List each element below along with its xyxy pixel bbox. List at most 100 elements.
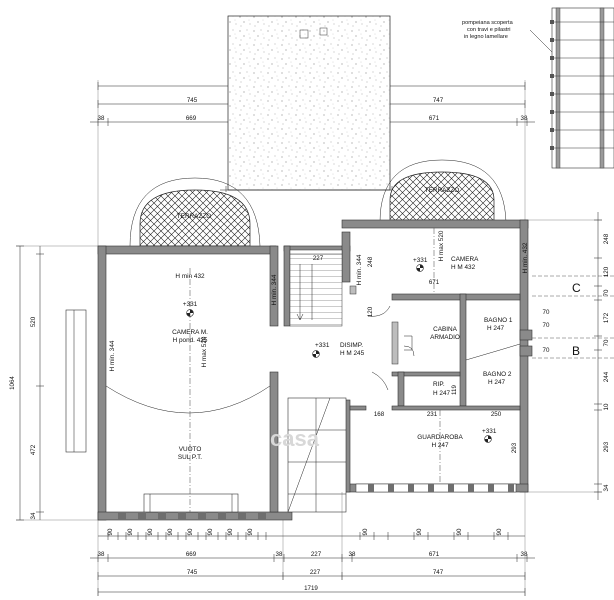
dim-left-upper: 520 bbox=[30, 316, 37, 327]
dim-bottom-room-right: 671 bbox=[429, 551, 440, 558]
camera-m-name: CAMERA M. bbox=[172, 329, 208, 336]
cabina-armadio: CABINA ARMADIO bbox=[403, 326, 460, 357]
section-marks: C B bbox=[532, 275, 614, 359]
disimp-name: DISIMP. bbox=[340, 342, 363, 349]
pergola bbox=[550, 7, 614, 169]
dim-window-10: 90 bbox=[416, 528, 423, 535]
hmax-520-left: H max 520 bbox=[201, 336, 208, 367]
dim-c-inner-120: 120 bbox=[367, 306, 374, 317]
dim-window-3: 90 bbox=[147, 528, 154, 535]
camera-name: CAMERA bbox=[451, 256, 479, 263]
dim-top-room-left: 669 bbox=[186, 115, 197, 122]
dim-bottom-room-left: 669 bbox=[186, 551, 197, 558]
note-line-2: con travi e pilastri bbox=[467, 27, 511, 33]
dim-bottom-right: 747 bbox=[433, 569, 444, 576]
guardaroba: 168 231 250 GUARDAROBA H 247 +331 293 bbox=[374, 410, 518, 484]
dim-top-wall-left: 38 bbox=[98, 115, 105, 122]
dim-right-244: 244 bbox=[603, 371, 610, 382]
dim-overall-bottom: 1719 bbox=[304, 585, 318, 592]
camera-m-room: H min 432 +331 CAMERA M. H pond. 425 H m… bbox=[105, 268, 278, 512]
terrazzo-right-label: TERRAZZO bbox=[425, 187, 459, 194]
vuoto-sub: SUL P.T. bbox=[178, 454, 202, 461]
bagno2-height: H 247 bbox=[488, 379, 505, 386]
dim-core-119: 119 bbox=[451, 385, 458, 395]
hmin-344-left: H min. 344 bbox=[109, 340, 116, 371]
dim-c-inner-70b: 70 bbox=[543, 322, 550, 329]
dim-right-120: 120 bbox=[603, 266, 610, 277]
dim-window-7: 90 bbox=[227, 528, 234, 535]
west-balcony bbox=[65, 309, 87, 453]
camera-level: +331 bbox=[413, 257, 428, 264]
guardaroba-level: +331 bbox=[482, 428, 497, 435]
dim-window-5: 90 bbox=[187, 528, 194, 535]
dim-top-left: 745 bbox=[187, 97, 198, 104]
bagno2-name: BAGNO 2 bbox=[483, 371, 512, 378]
dim-right-70b: 70 bbox=[603, 339, 610, 346]
terrace-right: TERRAZZO bbox=[379, 159, 507, 223]
dim-top-wall-right: 38 bbox=[521, 115, 528, 122]
watermark: casa bbox=[270, 426, 320, 451]
dim-c-inner-70c: 70 bbox=[543, 347, 550, 354]
dim-window-12: 90 bbox=[496, 528, 503, 535]
dim-bottom-mid: 227 bbox=[310, 569, 321, 576]
hmin-344-right: H min. 344 bbox=[356, 254, 363, 285]
bagno1-name: BAGNO 1 bbox=[484, 317, 513, 324]
dim-guard-293: 293 bbox=[511, 442, 518, 453]
disimp-level: +331 bbox=[315, 342, 330, 349]
dim-window-9: 90 bbox=[362, 528, 369, 535]
pergola-note: pompeiana scoperta con travi e pilastri … bbox=[462, 20, 553, 53]
disimpegno-area: +331 DISIMP. H M 245 bbox=[312, 305, 391, 391]
vuoto-name: VUOTO bbox=[179, 446, 202, 453]
dim-c-inner-70a: 70 bbox=[543, 309, 550, 316]
left-dimension-chain: 1064 520 472 34 bbox=[9, 245, 98, 521]
dim-top-room-right: 671 bbox=[429, 115, 440, 122]
section-mark-b: B bbox=[572, 344, 580, 358]
dim-left-overall: 1064 bbox=[9, 376, 16, 390]
right-dimension-chain: 248 120 70 172 70 244 10 293 34 bbox=[528, 212, 610, 500]
camera-m-level: +331 bbox=[183, 301, 198, 308]
dim-left-lower: 472 bbox=[30, 444, 37, 455]
guardaroba-name: GUARDAROBA bbox=[417, 434, 463, 441]
dim-right-70a: 70 bbox=[603, 289, 610, 296]
dim-bottom-wall-right: 38 bbox=[521, 551, 528, 558]
cabina-name-1: CABINA bbox=[433, 326, 458, 333]
dim-bottom-wall-mid-r: 38 bbox=[349, 551, 356, 558]
dim-core-231: 231 bbox=[427, 411, 438, 418]
rip-height: H 247 bbox=[433, 390, 450, 397]
dim-bottom-left: 745 bbox=[187, 569, 198, 576]
camera-m-height: H pond. 425 bbox=[173, 337, 208, 344]
ripostiglio: RIP. H 247 119 bbox=[433, 381, 458, 397]
note-line-1: pompeiana scoperta bbox=[462, 20, 514, 26]
bagno-1: BAGNO 1 H 247 70 70 bbox=[465, 309, 550, 361]
vuoto-area: VUOTO SUL P.T. bbox=[178, 446, 202, 461]
dim-right-34: 34 bbox=[603, 484, 610, 491]
camera-height: H M 432 bbox=[451, 264, 476, 271]
camera-room: +331 CAMERA H M 432 671 H min. 344 H max… bbox=[356, 228, 529, 317]
dim-window-6: 90 bbox=[207, 528, 214, 535]
dim-window-8: 90 bbox=[247, 528, 254, 535]
cabina-name-2: ARMADIO bbox=[430, 334, 460, 341]
dim-window-2: 90 bbox=[127, 528, 134, 535]
terrazzo-left-label: TERRAZZO bbox=[177, 213, 211, 220]
hmin-432-right: H min. 432 bbox=[522, 242, 529, 273]
dim-bottom-core: 227 bbox=[311, 551, 322, 558]
bottom-dimension-chains: 90 90 90 90 90 90 90 90 90 90 90 90 38 6… bbox=[90, 492, 535, 596]
dim-right-172: 172 bbox=[603, 312, 610, 323]
south-windows bbox=[118, 483, 517, 520]
dim-c-inner-248: 248 bbox=[367, 256, 374, 267]
dim-stair-227: 227 bbox=[313, 255, 324, 262]
dim-right-293: 293 bbox=[603, 441, 610, 452]
bagno1-height: H 247 bbox=[487, 325, 504, 332]
hmax-520-right: H max 520 bbox=[438, 230, 445, 261]
section-mark-c: C bbox=[572, 281, 581, 295]
hmin-432-label: H min 432 bbox=[175, 273, 205, 280]
watermark-text: casa bbox=[270, 426, 320, 451]
dim-left-bottom-wall: 34 bbox=[30, 512, 37, 519]
dim-bottom-wall-left: 38 bbox=[98, 551, 105, 558]
dim-top-right: 747 bbox=[433, 97, 444, 104]
dim-window-11: 90 bbox=[456, 528, 463, 535]
dim-core-168: 168 bbox=[374, 411, 385, 418]
dim-bottom-wall-mid-l: 38 bbox=[276, 551, 283, 558]
terrace-left: TERRAZZO bbox=[129, 177, 261, 247]
